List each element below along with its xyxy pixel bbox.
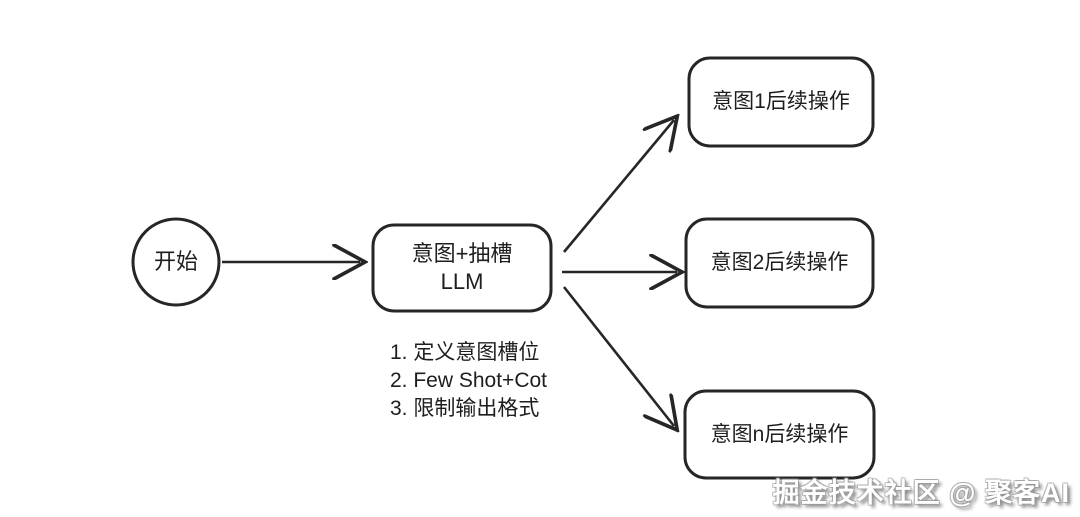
arrow-llm-to-branch-3: [562, 286, 674, 426]
llm-note-item-2: 2. Few Shot+Cot: [390, 369, 547, 392]
branch-3-label: 意图n后续操作: [710, 422, 849, 446]
llm-node-label: 意图+抽槽 LLM: [373, 225, 551, 311]
branch-1-label: 意图1后续操作: [712, 90, 850, 113]
llm-node-label-line1: 意图+抽槽: [411, 241, 513, 266]
branch-2-box: [684, 217, 875, 309]
llm-node-label-line2: LLM: [440, 269, 484, 294]
llm-notes-list: 1. 定义意图槽位 2. Few Shot+Cot 3. 限制输出格式: [390, 339, 547, 423]
start-node-label: 开始: [153, 249, 198, 274]
branch-3-box: [683, 389, 876, 480]
llm-note-item-1: 1. 定义意图槽位: [390, 341, 540, 364]
start-node-circle: [131, 217, 221, 307]
llm-node-box: [371, 223, 553, 313]
llm-note-item-3: 3. 限制输出格式: [390, 397, 540, 420]
branch-2-label: 意图2后续操作: [710, 251, 849, 274]
branch-1-box: [687, 56, 875, 148]
arrow-llm-to-branch-1: [563, 120, 674, 253]
watermark-text: 掘金技术社区 @ 聚客AI: [772, 478, 1070, 508]
